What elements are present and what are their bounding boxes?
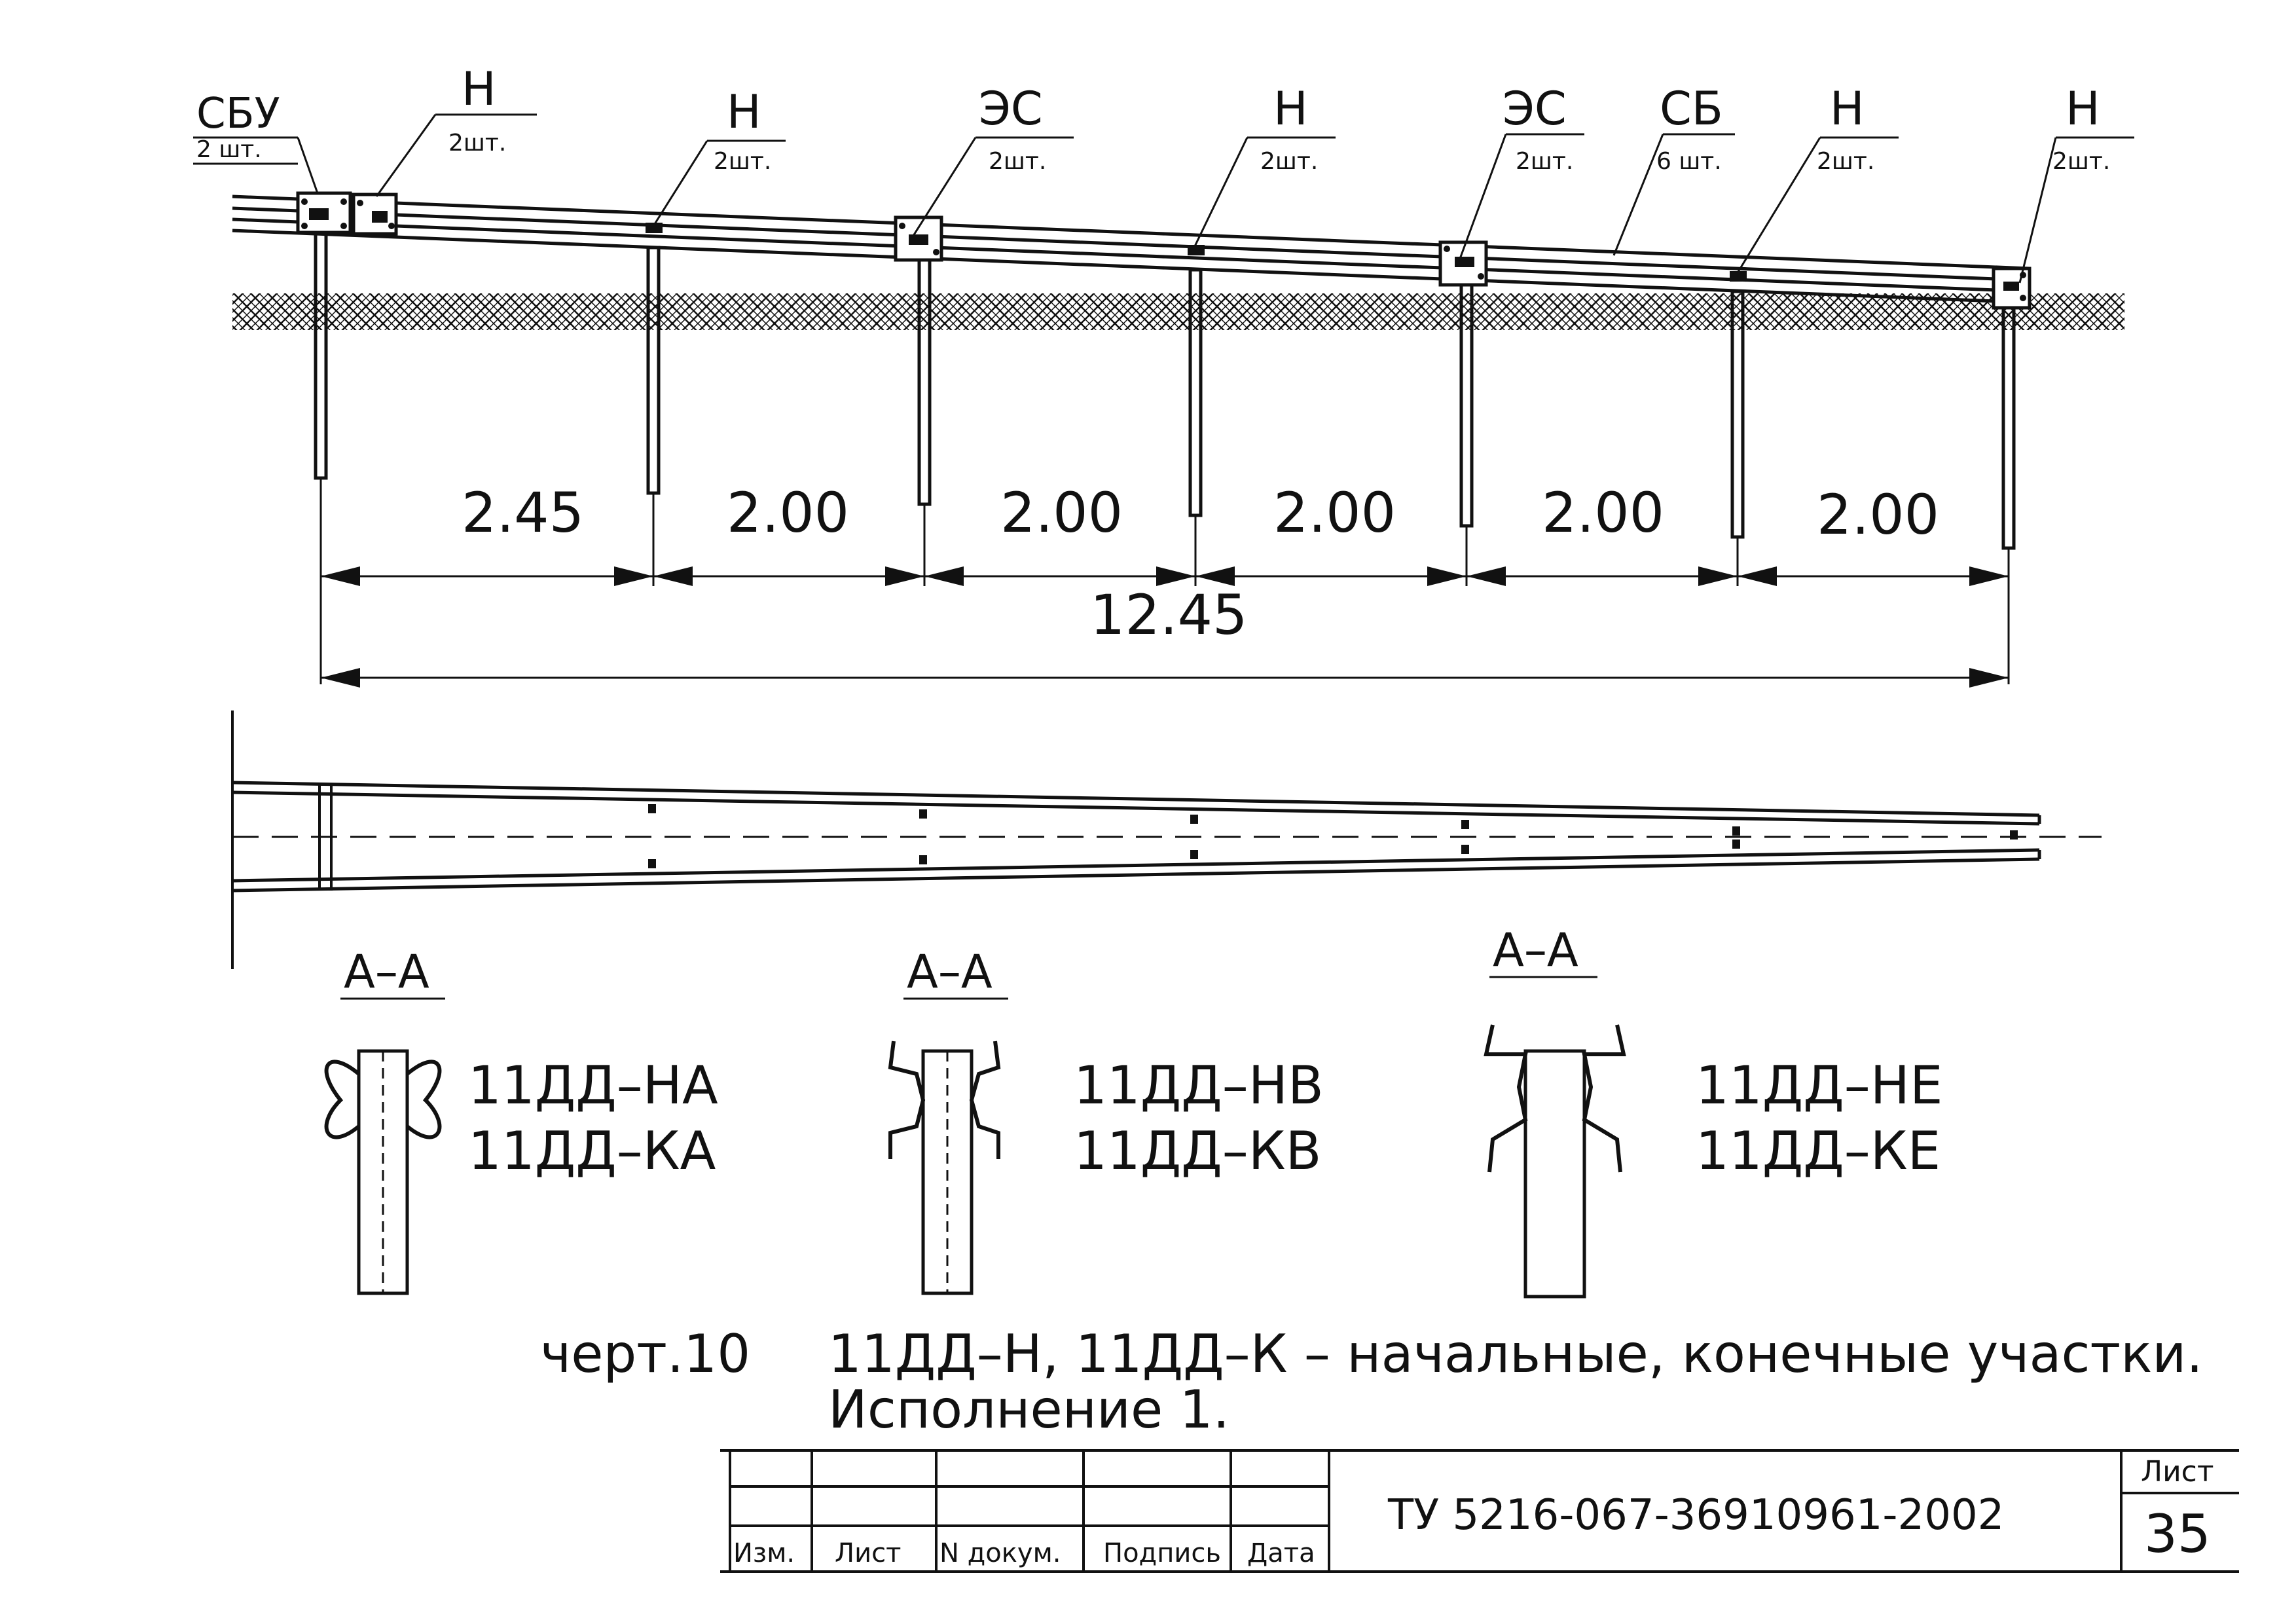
sheet-label: Лист (2141, 1455, 2214, 1488)
callout-label: Н (2066, 82, 2100, 136)
section-code: 11ДД–КЕ (1696, 1120, 1941, 1181)
post-2 (646, 246, 661, 495)
callouts: СБУ 2 шт. Н 2шт. Н 2шт. ЭС 2шт. Н 2шт. Э… (196, 62, 2110, 175)
callout-label: ЭС (1503, 82, 1567, 136)
plan-posts (648, 804, 2018, 868)
span-value: 2.00 (1817, 483, 1939, 547)
drawing-subtitle: Исполнение 1. (828, 1379, 1230, 1440)
callout-label: ЭС (979, 82, 1043, 136)
section-views: А–А 11ДД–НА 11ДД–КА А–А 11ДД–НВ 11ДД–КВ … (324, 923, 1943, 1299)
callout-qty: 2шт. (1817, 148, 1874, 175)
callout-qty: 2шт. (448, 130, 506, 157)
sheet-number: 35 (2144, 1504, 2211, 1564)
callout-label: СБУ (196, 90, 280, 138)
bolts (301, 198, 2026, 301)
callout-qty: 2шт. (714, 148, 771, 175)
callout-leaders (193, 113, 2134, 284)
post-1 (314, 231, 328, 480)
section-code: 11ДД–НВ (1074, 1055, 1324, 1116)
guardrail-beam (232, 194, 2032, 304)
span-value: 2.00 (1542, 481, 1664, 545)
title-stamp: Изм. Лист N докум. Подпись Дата ТУ 5216-… (720, 1449, 2239, 1573)
callout-qty: 2 шт. (196, 136, 262, 163)
ground-hatch (232, 293, 2124, 330)
total-length: 12.45 (1090, 583, 1247, 647)
stamp-col-list: Лист (835, 1538, 901, 1568)
span-value: 2.00 (1000, 481, 1123, 545)
plan-view (231, 710, 2102, 969)
stamp-col-sign: Подпись (1103, 1538, 1221, 1568)
stamp-col-izm: Изм. (733, 1538, 795, 1568)
section-title: А–А (1493, 923, 1578, 977)
section-code: 11ДД–КВ (1074, 1120, 1321, 1181)
span-value: 2.00 (727, 481, 849, 545)
section-c: А–А 11ДД–НЕ 11ДД–КЕ (1484, 923, 1943, 1299)
stamp-col-doc: N докум. (939, 1538, 1061, 1568)
section-code: 11ДД–КА (468, 1120, 716, 1181)
section-a: А–А 11ДД–НА 11ДД–КА (324, 945, 718, 1295)
drawing-title: 11ДД–Н, 11ДД–К – начальные, конечные уча… (828, 1323, 2203, 1384)
span-value: 2.00 (1273, 481, 1396, 545)
section-title: А–А (907, 945, 993, 999)
callout-label: Н (1273, 82, 1308, 136)
callout-qty: 2шт. (1260, 148, 1318, 175)
document-code: ТУ 5216-067-36910961-2002 (1387, 1491, 2004, 1540)
callout-qty: 2шт. (989, 148, 1046, 175)
caption: черт.10 11ДД–Н, 11ДД–К – начальные, коне… (540, 1323, 2203, 1440)
section-code: 11ДД–НА (468, 1055, 718, 1116)
section-b: А–А 11ДД–НВ 11ДД–КВ (888, 945, 1324, 1295)
dimension-values: 2.45 2.00 2.00 2.00 2.00 2.00 12.45 (462, 481, 1939, 647)
post-7 (2001, 301, 2016, 550)
callout-label: Н (727, 85, 761, 139)
callout-qty: 6 шт. (1656, 148, 1722, 175)
dimension-lines (319, 478, 2010, 688)
callout-label: Н (462, 62, 496, 116)
stamp-col-date: Дата (1247, 1538, 1315, 1568)
callout-qty: 2шт. (1516, 148, 1573, 175)
callout-label: СБ (1660, 82, 1723, 136)
callout-label: Н (1830, 82, 1865, 136)
elevation-view: СБУ 2 шт. Н 2шт. Н 2шт. ЭС 2шт. Н 2шт. Э… (193, 62, 2134, 688)
drawing-number: черт.10 (540, 1323, 750, 1384)
section-code: 11ДД–НЕ (1696, 1055, 1943, 1116)
span-value: 2.45 (462, 481, 584, 545)
callout-qty: 2шт. (2052, 148, 2110, 175)
section-title: А–А (344, 945, 429, 999)
nodes (309, 208, 2019, 291)
